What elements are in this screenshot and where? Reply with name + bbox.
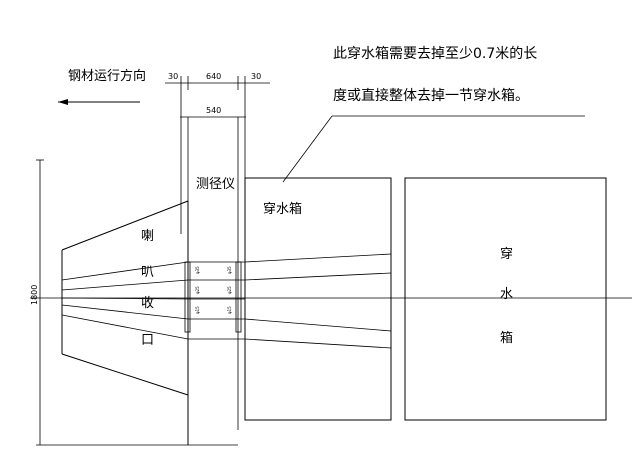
- dim-height: 1800: [30, 285, 39, 305]
- mark-2: φ25: [195, 286, 200, 294]
- mark-4: φ35: [227, 266, 232, 274]
- dim-gap-right: 30: [251, 72, 261, 81]
- water-box-2: [404, 177, 607, 421]
- water-box-2-char-3: 箱: [500, 330, 513, 346]
- mark-1: φ35: [195, 266, 200, 274]
- horn-shape: [61, 200, 189, 445]
- direction-label: 钢材运行方向: [68, 68, 146, 84]
- note-line-1: 此穿水箱需要去掉至少0.7米的长: [333, 46, 537, 62]
- water-box-1-label: 穿水箱: [263, 201, 302, 217]
- height-dimension: [36, 159, 238, 446]
- mark-5: φ25: [227, 286, 232, 294]
- dim-gauge-width: 640: [206, 72, 221, 81]
- horn-char-1: 喇: [141, 229, 154, 244]
- note-line-2: 度或直接整体去掉一节穿水箱。: [333, 87, 529, 104]
- gauge-channels: [184, 261, 245, 340]
- horn-char-4: 口: [141, 333, 154, 348]
- mark-6: φ15: [227, 306, 232, 314]
- top-dimension: [165, 76, 270, 430]
- direction-arrow: [58, 99, 140, 105]
- horn-char-3: 收: [141, 296, 154, 311]
- water-box-1: [244, 177, 392, 421]
- mark-3: φ15: [195, 306, 200, 314]
- dim-gap-left: 30: [168, 72, 178, 81]
- dim-inner-width: 540: [206, 106, 221, 115]
- water-box-2-char-2: 水: [500, 287, 513, 302]
- note-leader-line: [282, 115, 585, 183]
- gauge-label: 测径仪: [196, 177, 235, 192]
- water-box-1-channels: [244, 253, 392, 349]
- water-box-2-char-1: 穿: [500, 246, 513, 262]
- horn-char-2: 叭: [141, 265, 154, 280]
